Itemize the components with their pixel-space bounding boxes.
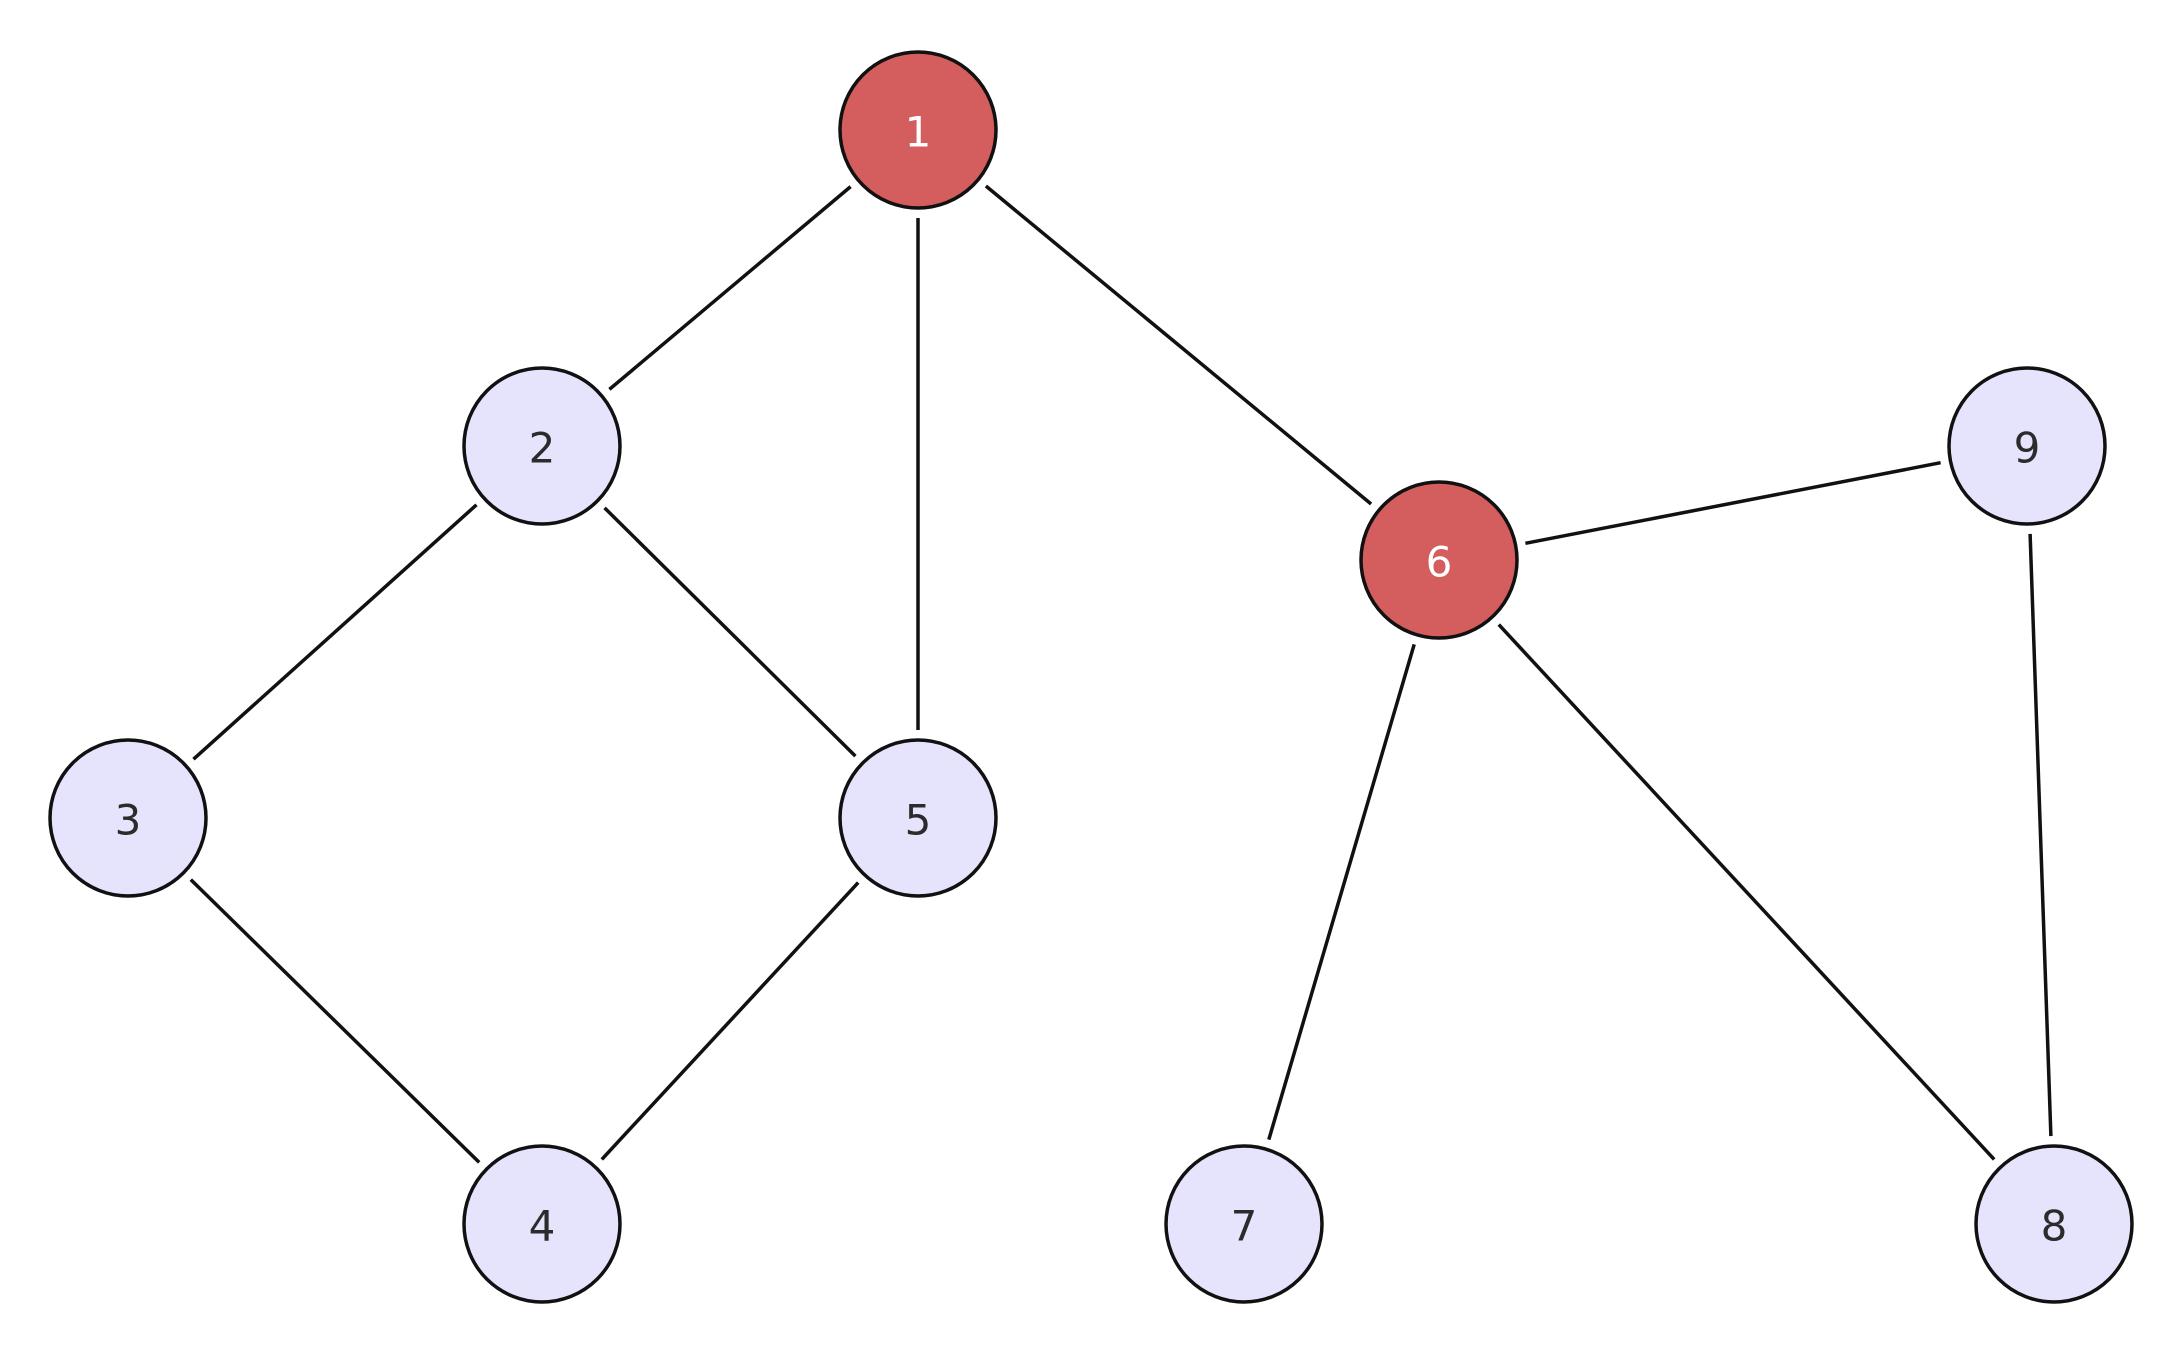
node-5: 5	[838, 738, 998, 898]
node-9: 9	[1947, 366, 2107, 526]
node-circle-8	[1974, 1144, 2134, 1304]
node-circle-5	[838, 738, 998, 898]
edge-6-7	[1267, 643, 1416, 1141]
node-label-9: 9	[2014, 424, 2041, 473]
node-circle-2	[462, 366, 622, 526]
node-circle-7	[1164, 1144, 1324, 1304]
edge-9-8	[2028, 533, 2053, 1137]
node-circle-3	[48, 738, 208, 898]
node-label-1: 1	[905, 108, 932, 157]
node-3: 3	[48, 738, 208, 898]
edge-1-2	[608, 185, 852, 391]
edge-6-9	[1525, 460, 1941, 546]
node-label-8: 8	[2041, 1202, 2068, 1251]
edges-layer	[189, 184, 2053, 1164]
node-label-2: 2	[529, 424, 556, 473]
node-8: 8	[1974, 1144, 2134, 1304]
node-1: 1	[838, 50, 998, 210]
node-circle-9	[1947, 366, 2107, 526]
node-4: 4	[462, 1144, 622, 1304]
edge-6-8	[1497, 623, 1996, 1161]
node-label-3: 3	[115, 796, 142, 845]
node-7: 7	[1164, 1144, 1324, 1304]
edge-3-4	[189, 878, 481, 1164]
node-circle-1	[838, 50, 998, 210]
node-label-7: 7	[1231, 1202, 1258, 1251]
node-label-4: 4	[529, 1202, 556, 1251]
node-label-5: 5	[905, 796, 932, 845]
node-6: 6	[1359, 480, 1519, 640]
edge-2-3	[192, 503, 478, 761]
edge-2-5	[603, 506, 857, 758]
edge-1-6	[984, 184, 1373, 506]
nodes-layer: 1 2 3 4 5 6 7 8 9	[48, 50, 2134, 1304]
node-circle-6	[1359, 480, 1519, 640]
node-label-6: 6	[1426, 538, 1453, 587]
node-2: 2	[462, 366, 622, 526]
edge-5-4	[600, 881, 860, 1161]
node-circle-4	[462, 1144, 622, 1304]
